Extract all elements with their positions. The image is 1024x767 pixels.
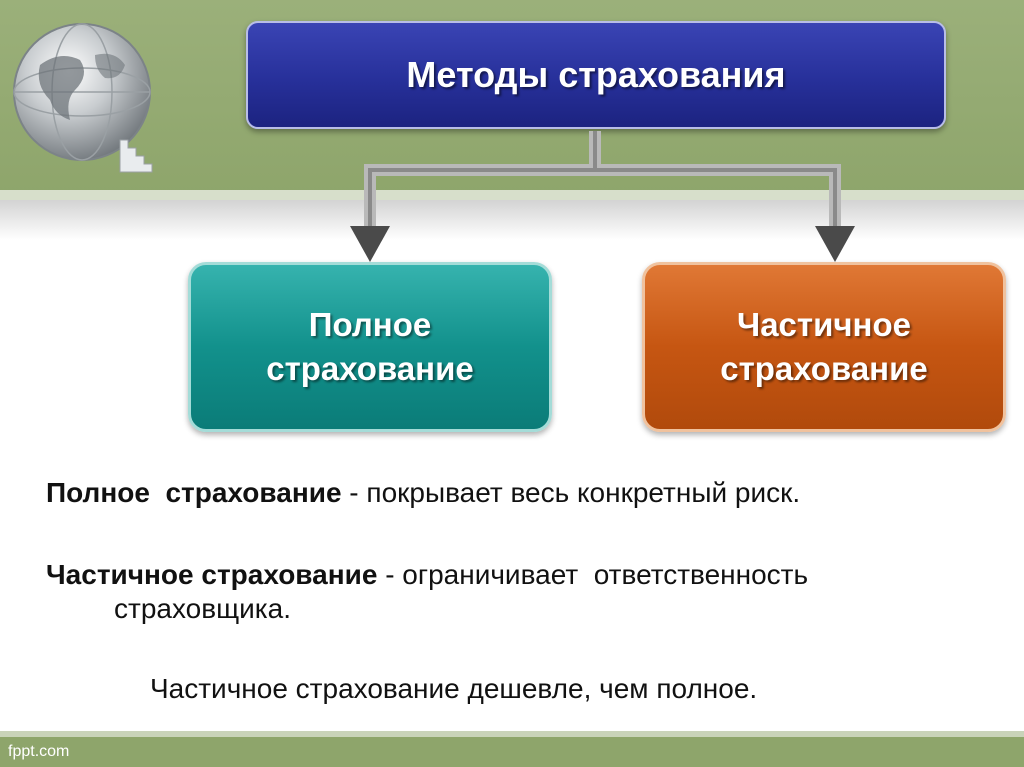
header-shade xyxy=(0,200,1024,240)
full-insurance-line1: Полное xyxy=(308,306,432,343)
full-insurance-line2: страхование xyxy=(266,350,474,387)
footer-line xyxy=(0,731,1024,737)
partial-insurance-description: - ограничивает ответственность xyxy=(377,559,809,590)
footer-band xyxy=(0,737,1024,767)
partial-insurance-line1: Частичное xyxy=(737,306,911,343)
full-insurance-term: Полное страхование xyxy=(46,477,342,508)
comparison-note: Частичное страхование дешевле, чем полно… xyxy=(150,673,758,704)
footer-brand: fppt.com xyxy=(8,743,70,760)
title-text: Методы страхования xyxy=(406,54,786,95)
partial-insurance-line2: страхование xyxy=(720,350,928,387)
full-insurance-definition: Полное страхование - покрывает весь конк… xyxy=(46,476,1006,510)
partial-insurance-description-line2: страховщика. xyxy=(114,593,291,624)
partial-insurance-term: Частичное страхование xyxy=(46,559,378,590)
partial-insurance-box: Частичное страхование xyxy=(642,262,1006,432)
arrow-down-icon xyxy=(350,226,390,262)
connector-line xyxy=(364,131,601,232)
header-stripe xyxy=(0,190,1024,200)
partial-insurance-definition: Частичное страхование - ограничивает отв… xyxy=(46,558,1006,592)
connector-line xyxy=(589,131,841,232)
globe-icon xyxy=(13,23,153,173)
arrow-down-icon xyxy=(815,226,855,262)
full-insurance-description: - покрывает весь конкретный риск. xyxy=(341,477,801,508)
title-box: Методы страхования xyxy=(246,21,946,129)
full-insurance-box: Полное страхование xyxy=(188,262,552,432)
